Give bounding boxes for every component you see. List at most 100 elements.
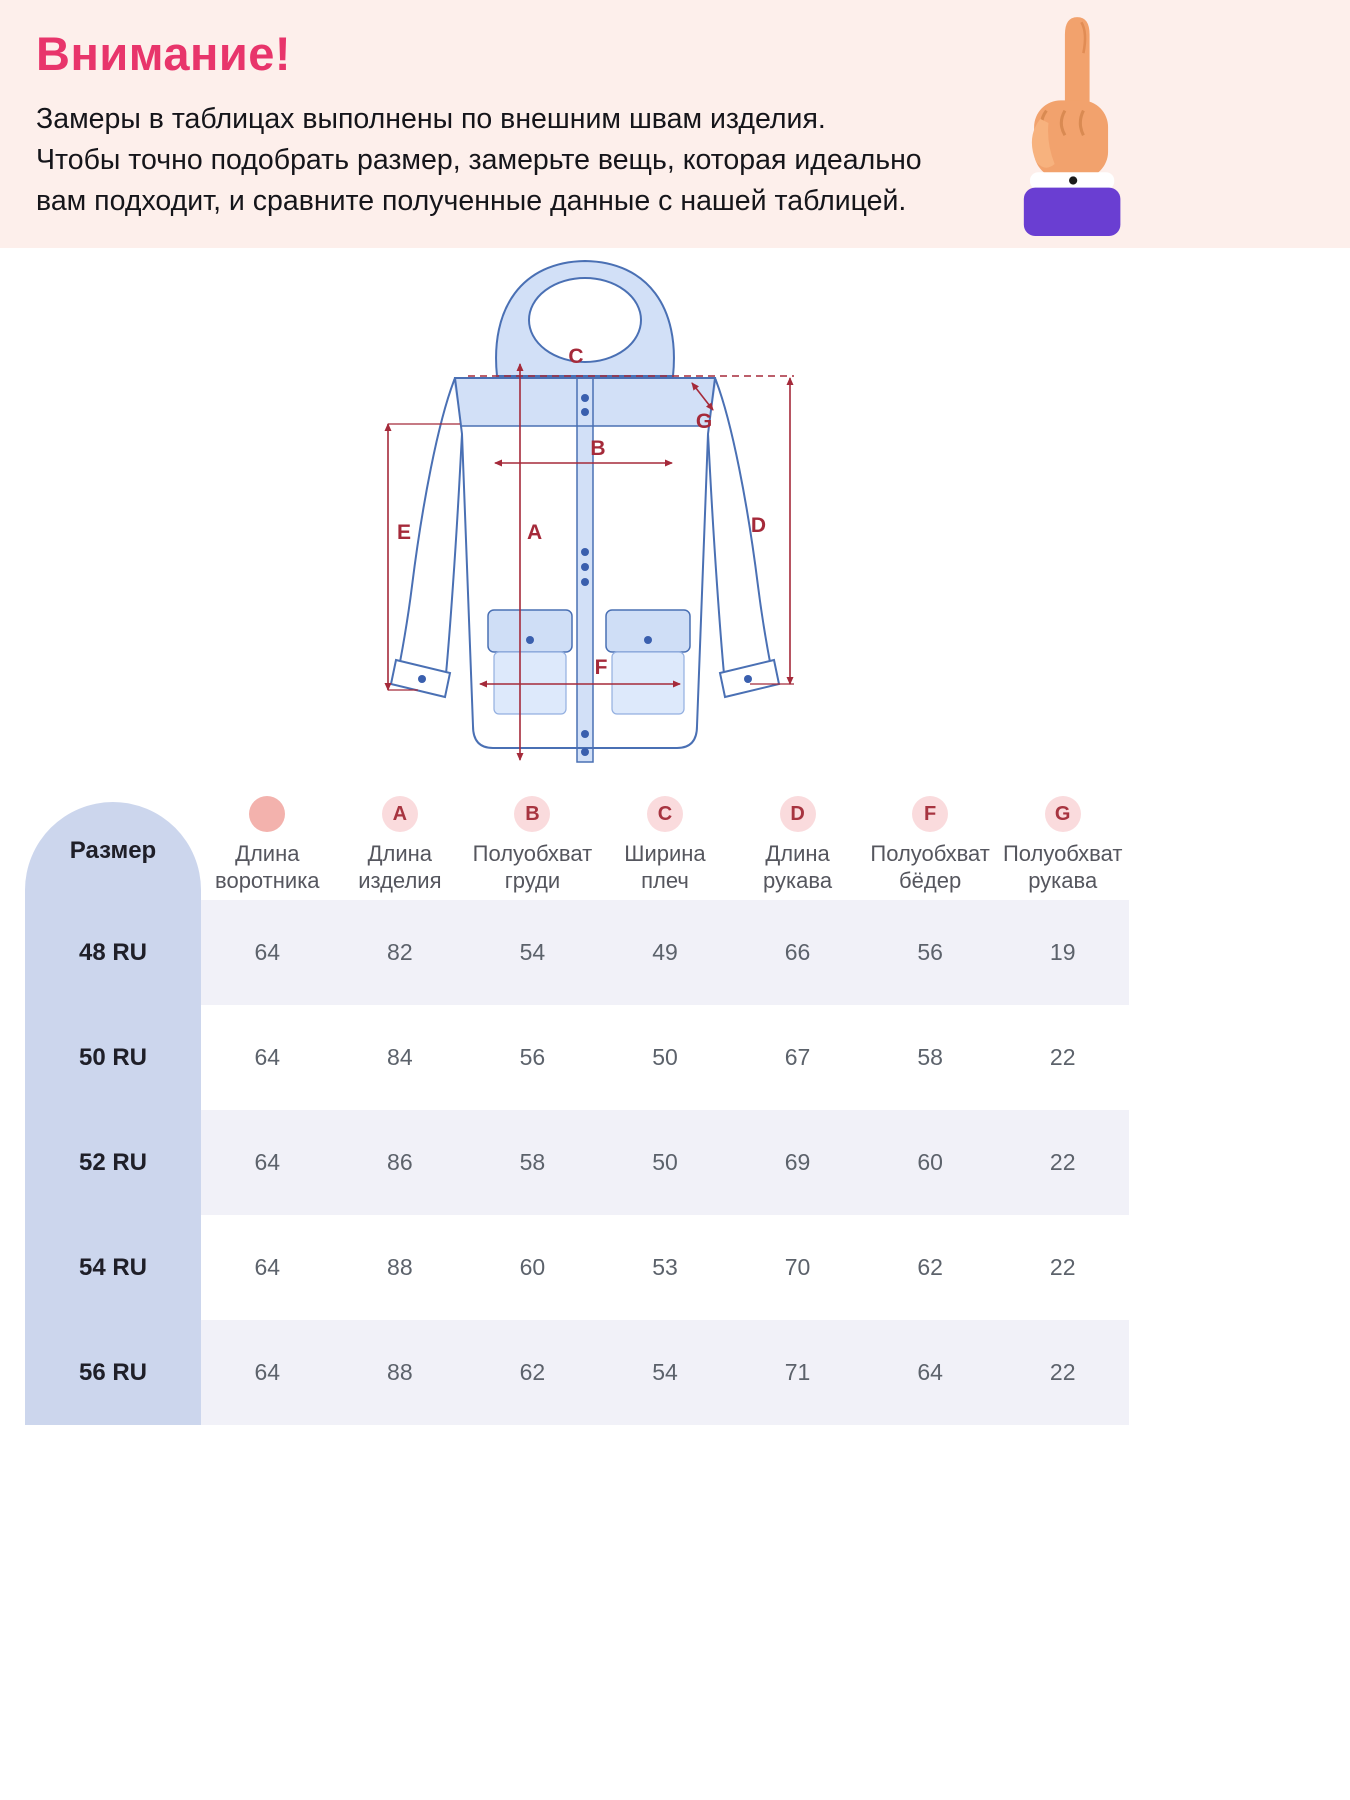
- pointing-hand-icon: [1000, 12, 1136, 238]
- jacket-body: [453, 377, 717, 749]
- diagram-label-b: B: [590, 437, 605, 460]
- value-cell: 60: [519, 1254, 546, 1280]
- notice-title: Внимание!: [36, 27, 292, 80]
- diagram-label-a: A: [527, 521, 542, 544]
- value-cell: 64: [917, 1359, 943, 1385]
- column-label-bottom: груди: [504, 867, 561, 893]
- column-label-bottom: плеч: [641, 867, 689, 893]
- letter-f-badge-icon: F: [912, 796, 949, 832]
- value-cell: 56: [917, 939, 943, 965]
- left-cuff-button: [418, 675, 426, 683]
- value-cell: 60: [917, 1149, 943, 1175]
- value-cell: 64: [254, 1044, 281, 1070]
- notice-line-2: Чтобы точно подобрать размер, замерьте в…: [36, 143, 922, 176]
- placket-button: [581, 548, 589, 556]
- notice-line-1: Замеры в таблицах выполнены по внешним ш…: [36, 103, 826, 135]
- left-pocket-button: [526, 636, 534, 644]
- value-cell: 22: [1049, 1149, 1076, 1175]
- right-pocket-flap: [605, 609, 691, 653]
- left-sleeve: [398, 377, 463, 676]
- right-pocket-button: [644, 636, 652, 644]
- value-cell: 84: [387, 1044, 413, 1070]
- column-label-top: Длина: [235, 841, 300, 866]
- table-row-52ru: 52 RU 64 86 58 50 69 60 22: [25, 1110, 1129, 1215]
- column-label-bottom: рукава: [763, 867, 833, 893]
- placket-button: [581, 563, 589, 571]
- column-label-bottom: изделия: [358, 867, 442, 893]
- value-cell: 82: [387, 939, 413, 965]
- measurement-diagram: A B C D E F G: [370, 256, 840, 780]
- placket-button: [581, 730, 589, 738]
- diagram-label-f: F: [595, 656, 608, 679]
- right-pocket: [611, 651, 685, 715]
- placket-button: [581, 748, 589, 756]
- column-label-bottom: воротника: [215, 867, 320, 893]
- value-cell: 50: [652, 1044, 678, 1070]
- value-cell: 64: [254, 939, 281, 965]
- value-cell: 49: [652, 939, 678, 965]
- left-pocket-flap: [487, 609, 573, 653]
- notice-banner: Внимание! Замеры в таблицах выполнены по…: [0, 0, 1350, 248]
- column-label-bottom: бёдер: [899, 867, 962, 893]
- value-cell: 71: [784, 1359, 811, 1385]
- value-cell: 53: [652, 1254, 678, 1280]
- row-size-label: 54 RU: [25, 1215, 201, 1320]
- table-row-54ru: 54 RU 64 88 60 53 70 62 22: [25, 1215, 1129, 1320]
- value-cell: 22: [1049, 1254, 1076, 1280]
- value-cell: 22: [1049, 1044, 1076, 1070]
- diagram-label-e: E: [397, 521, 411, 544]
- jacket-diagram-svg: A B C D E F G: [384, 259, 794, 763]
- value-cell: 50: [652, 1149, 678, 1175]
- column-label-top: Длина: [367, 841, 433, 866]
- diagram-label-g: G: [696, 410, 712, 433]
- value-cell: 56: [519, 1044, 546, 1070]
- table-row-56ru: 56 RU 64 88 62 54 71 64 22: [25, 1320, 1129, 1425]
- value-cell: 88: [387, 1254, 413, 1280]
- value-cell: 62: [519, 1359, 546, 1385]
- row-size-label: 56 RU: [25, 1320, 201, 1425]
- letter-c-badge-icon: C: [646, 796, 683, 832]
- column-label-top: Ширина: [624, 841, 706, 866]
- value-cell: 22: [1049, 1359, 1076, 1385]
- value-cell: 64: [254, 1149, 281, 1175]
- column-label-top: Полуобхват: [472, 841, 593, 866]
- notice-text: Замеры в таблицах выполнены по внешним ш…: [36, 99, 1350, 221]
- column-label-top: Длина: [765, 841, 830, 866]
- value-cell: 64: [254, 1359, 281, 1385]
- value-cell: 62: [917, 1254, 943, 1280]
- letter-a-badge-icon: A: [381, 796, 418, 832]
- value-cell: 54: [652, 1359, 678, 1385]
- placket-button: [581, 578, 589, 586]
- hood-opening: [528, 277, 642, 363]
- measure-arrow-g: [691, 382, 714, 411]
- row-size-label: 48 RU: [25, 900, 201, 1005]
- value-cell: 88: [387, 1359, 413, 1385]
- row-size-label: 50 RU: [25, 1005, 201, 1110]
- diagram-label-c: C: [568, 345, 583, 368]
- right-cuff-button: [744, 675, 752, 683]
- value-cell: 58: [917, 1044, 943, 1070]
- left-pocket: [493, 651, 567, 715]
- column-label-bottom: рукава: [1028, 867, 1098, 893]
- column-label-top: Полуобхват: [870, 841, 990, 866]
- column-label-top: Полуобхват: [1002, 841, 1123, 866]
- value-cell: 66: [784, 939, 811, 965]
- letter-g-badge-icon: G: [1044, 796, 1081, 832]
- letter-d-badge-icon: D: [779, 796, 816, 832]
- diagram-label-d: D: [751, 514, 766, 537]
- value-cell: 58: [519, 1149, 546, 1175]
